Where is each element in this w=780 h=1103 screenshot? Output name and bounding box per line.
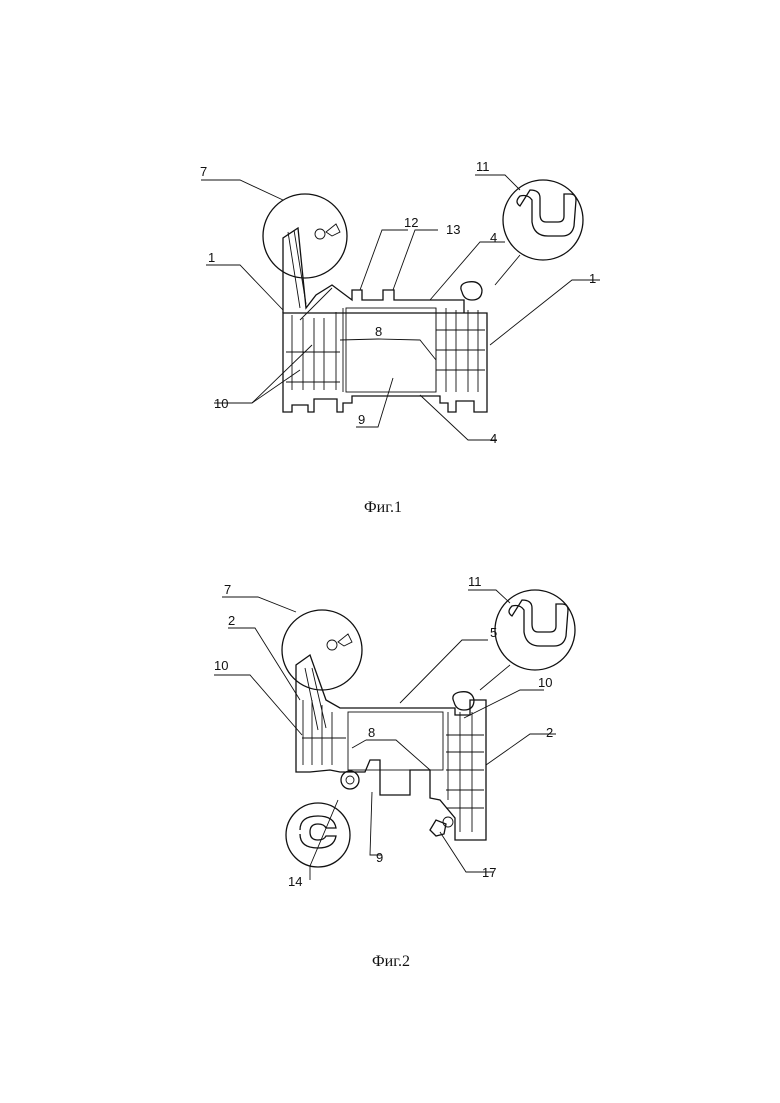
- fig2-label-10-left: 10: [214, 658, 228, 673]
- fig2-label-9: 9: [376, 850, 383, 865]
- fig2-label-11: 11: [468, 574, 482, 589]
- fig1-label-11: 11: [476, 159, 490, 174]
- fig2-label-17: 17: [482, 865, 496, 880]
- fig2-detail-circle-14: [286, 803, 350, 867]
- fig2-detail-circle-7: [282, 610, 362, 690]
- fig2-detail-circle-11: [495, 590, 575, 670]
- fig2-label-8: 8: [368, 725, 375, 740]
- fig2-label-7: 7: [224, 582, 231, 597]
- figure-2: 7 11 2 5 10 10 8 2 14 9 17 Фиг.2: [214, 574, 575, 970]
- fig1-label-7: 7: [200, 164, 207, 179]
- figure-1: 7 11 12 13 4 1 1 8 10 9 4 Фиг.1: [200, 159, 600, 516]
- fig1-label-4-bottom: 4: [490, 431, 497, 446]
- fig1-label-10: 10: [214, 396, 228, 411]
- fig1-profile-section: [283, 224, 487, 412]
- fig1-label-9: 9: [358, 412, 365, 427]
- fig1-detail-circle-7: [263, 194, 347, 278]
- fig1-label-12: 12: [404, 215, 418, 230]
- fig1-label-1-right: 1: [589, 271, 596, 286]
- fig1-label-4-top: 4: [490, 230, 497, 245]
- fig2-label-10-right: 10: [538, 675, 552, 690]
- fig2-label-5: 5: [490, 625, 497, 640]
- fig1-label-8: 8: [375, 324, 382, 339]
- fig2-label-2-right: 2: [546, 725, 553, 740]
- fig1-label-1-left: 1: [208, 250, 215, 265]
- fig2-label-2-left: 2: [228, 613, 235, 628]
- fig1-label-13: 13: [446, 222, 460, 237]
- fig2-caption: Фиг.2: [372, 953, 410, 970]
- fig2-label-14: 14: [288, 874, 302, 889]
- fig1-caption: Фиг.1: [364, 499, 402, 516]
- fig1-detail-circle-11: [503, 180, 583, 260]
